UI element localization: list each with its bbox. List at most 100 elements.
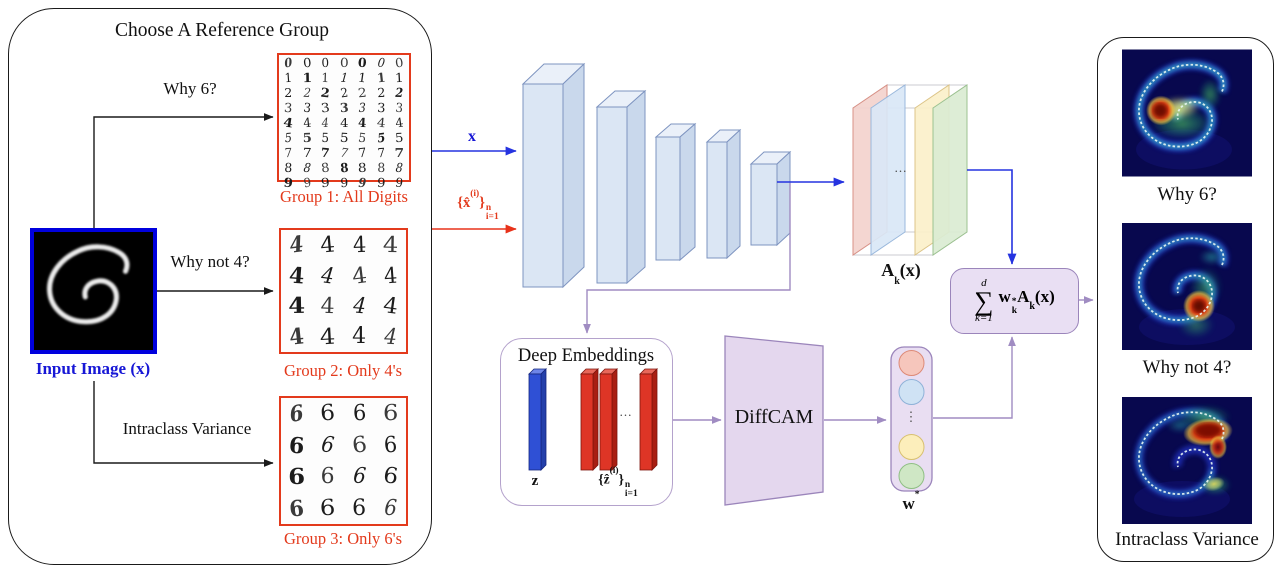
digit-cell: 8 — [357, 159, 368, 176]
weight-circle-red — [898, 350, 925, 376]
digit-cell: 3 — [339, 99, 349, 116]
digit-cell: 6 — [382, 401, 399, 427]
digit-cell: 7 — [302, 144, 312, 161]
digit-cell: 5 — [321, 129, 330, 146]
digit-cell: 2 — [284, 85, 293, 100]
zhat-bar-1 — [580, 368, 599, 471]
heatmap-intraclass-caption: Intraclass Variance — [1115, 529, 1259, 550]
digit-cell: 5 — [302, 129, 312, 146]
digit-cell: 4 — [282, 114, 295, 131]
digit-cell: 3 — [358, 99, 367, 116]
digit-cell: 6 — [319, 400, 337, 427]
digit-cell: 6 — [350, 431, 368, 459]
feature-slab-green — [932, 84, 968, 256]
digit-cell: 5 — [395, 129, 405, 146]
sum-weights-arrow — [933, 336, 1016, 419]
heatmap-whynot4-drawing — [1122, 223, 1252, 350]
digit-cell: 4 — [287, 231, 306, 260]
reference-panel-title: Choose A Reference Group — [115, 20, 329, 41]
digit-cell: 4 — [358, 114, 368, 131]
weight-vector-dots: ⋮ — [904, 409, 918, 424]
digit-cell: 5 — [284, 129, 293, 146]
digit-cell: 4 — [339, 115, 349, 130]
intraclass-question-label: Intraclass Variance — [122, 419, 252, 438]
digit-cell: 6 — [381, 463, 400, 491]
digit-cell: 7 — [376, 144, 386, 161]
feature-slab-blue — [870, 84, 906, 256]
cnn-block-4 — [705, 128, 742, 260]
embedding-bars — [528, 368, 658, 471]
sum-input-arrow — [967, 169, 1017, 265]
cnn-block-1 — [521, 62, 586, 289]
digit-cell: 1 — [283, 69, 293, 86]
digit-cell: 1 — [394, 69, 405, 86]
digit-cell: 8 — [377, 159, 386, 176]
digit-cell: 6 — [352, 401, 367, 427]
digit-cell: 6 — [382, 432, 398, 459]
digit-cell: 4 — [320, 262, 336, 289]
digit-cell: 6 — [319, 495, 337, 522]
digit-cell: 7 — [357, 144, 368, 161]
z-label: z — [531, 473, 539, 489]
diffcam-label: DiffCAM — [734, 406, 814, 428]
digit-cell: 4 — [321, 114, 330, 131]
group1-label: Group 1: All Digits — [280, 187, 408, 206]
digit-cell: 2 — [357, 84, 368, 101]
reference-group-panel — [8, 8, 432, 565]
cnn-block-5 — [749, 150, 792, 247]
heatmap-why6-drawing — [1122, 49, 1252, 177]
z-bar — [528, 368, 547, 471]
digit-cell: 4 — [288, 323, 306, 351]
digit-cell: 6 — [288, 431, 306, 459]
x-arrow-label: x — [468, 128, 476, 145]
digit-cell: 2 — [376, 84, 386, 101]
digit-cell: 4 — [382, 232, 399, 258]
cnn-blocks — [521, 62, 792, 289]
digit-cell: 4 — [319, 232, 337, 259]
digit-cell: 4 — [320, 293, 336, 319]
digit-cell: 4 — [288, 262, 306, 290]
digit-cell: 6 — [287, 463, 306, 490]
embeddings-dots: ... — [619, 404, 633, 419]
why6-question-label: Why 6? — [163, 79, 217, 98]
weight-circle-yellow — [898, 434, 925, 460]
deep-embeddings-title: Deep Embeddings — [517, 346, 655, 366]
digit-cell: 4 — [352, 324, 367, 350]
intraclass-arrow — [93, 381, 274, 467]
sigma-stack: d ∑ k=1 — [974, 277, 994, 324]
input-digit-drawing — [47, 244, 130, 325]
heatmap-intraclass — [1122, 397, 1252, 524]
feature-maps — [852, 84, 968, 256]
input-image — [30, 228, 157, 354]
digit-cell: 4 — [352, 232, 367, 258]
digit-cell: 4 — [382, 262, 398, 289]
feature-maps-label: Ak(x) — [881, 260, 921, 287]
digit-cell: 4 — [383, 323, 398, 350]
digit-cell: 6 — [320, 464, 336, 490]
whynot4-question-label: Why not 4? — [170, 252, 250, 271]
why6-arrow — [93, 113, 274, 229]
feature-maps-dots: ... — [894, 160, 908, 175]
cnn-block-3 — [654, 122, 697, 262]
group2-label: Group 2: Only 4's — [283, 361, 403, 380]
diffcam-trapezoid — [724, 335, 824, 506]
heatmap-whynot4 — [1122, 223, 1252, 350]
digit-cell: 0 — [321, 54, 330, 71]
digit-cell: 2 — [302, 84, 311, 101]
digit-cell: 6 — [352, 495, 367, 521]
digit-cell: 2 — [395, 84, 404, 101]
digit-cell: 3 — [376, 99, 386, 116]
heatmap-whynot4-caption: Why not 4? — [1142, 357, 1232, 378]
heatmap-intraclass-drawing — [1122, 397, 1252, 524]
digit-cell: 8 — [339, 159, 349, 176]
digit-cell: 4 — [302, 114, 312, 131]
digit-cell: 4 — [287, 293, 306, 320]
